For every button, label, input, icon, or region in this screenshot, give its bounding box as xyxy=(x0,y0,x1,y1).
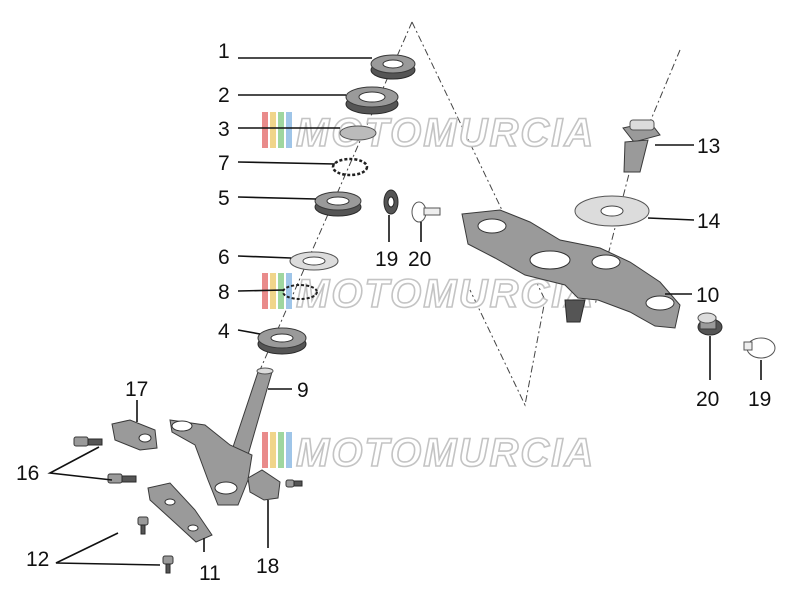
callout-label: 20 xyxy=(696,388,719,411)
callout-label: 9 xyxy=(297,379,309,402)
callout-label: 17 xyxy=(125,378,148,401)
part-3-cone xyxy=(339,125,377,141)
part-20-pin xyxy=(411,201,441,223)
callout-labels: 1 2 3 7 5 6 8 4 9 17 16 12 11 18 19 20 1… xyxy=(16,40,771,585)
callout-label: 6 xyxy=(218,246,230,269)
callout-label: 12 xyxy=(26,548,49,571)
part-8-ball-ring xyxy=(282,284,318,300)
callout-label: 2 xyxy=(218,84,230,107)
callout-label: 1 xyxy=(218,40,230,63)
part-2-bearing-race xyxy=(345,86,399,115)
part-4-lower-bearing xyxy=(257,327,307,355)
part-19-cap-right xyxy=(743,337,776,359)
callout-label: 19 xyxy=(375,248,398,271)
callout-label: 18 xyxy=(256,555,279,578)
part-10-top-crown xyxy=(461,209,681,329)
callout-label: 13 xyxy=(697,135,720,158)
callout-label: 10 xyxy=(696,284,719,307)
callout-label: 11 xyxy=(199,562,221,585)
watermark-top: MOTOMURCIA xyxy=(262,110,594,156)
part-5-bearing xyxy=(314,191,362,217)
callout-label: 16 xyxy=(16,462,39,485)
leader-lines xyxy=(47,57,762,566)
part-18-clip xyxy=(247,469,303,501)
part-14-washer xyxy=(574,195,650,227)
callout-label: 14 xyxy=(697,210,721,233)
part-20-pin-right xyxy=(697,312,723,336)
callout-label: 20 xyxy=(408,248,431,271)
part-19-bushing xyxy=(383,189,399,215)
part-7-ball-ring xyxy=(331,157,369,177)
callout-label: 19 xyxy=(748,388,771,411)
svg-text:MOTOMURCIA: MOTOMURCIA xyxy=(296,431,595,475)
part-9-steering-stem xyxy=(169,367,274,506)
callout-label: 3 xyxy=(218,118,230,141)
callout-label: 4 xyxy=(218,320,230,343)
part-17-clamp xyxy=(111,419,158,451)
callout-label: 7 xyxy=(218,152,230,175)
part-16-bolts xyxy=(73,436,137,484)
callout-label: 5 xyxy=(218,187,230,210)
watermark-bottom: MOTOMURCIA xyxy=(262,430,595,476)
part-6-washer xyxy=(289,251,339,271)
callout-label: 8 xyxy=(218,281,230,304)
part-13-crown-bolt xyxy=(622,119,661,173)
part-1-lock-nut xyxy=(370,54,416,80)
part-11-bracket xyxy=(147,482,213,543)
part-12-screws xyxy=(137,516,174,574)
